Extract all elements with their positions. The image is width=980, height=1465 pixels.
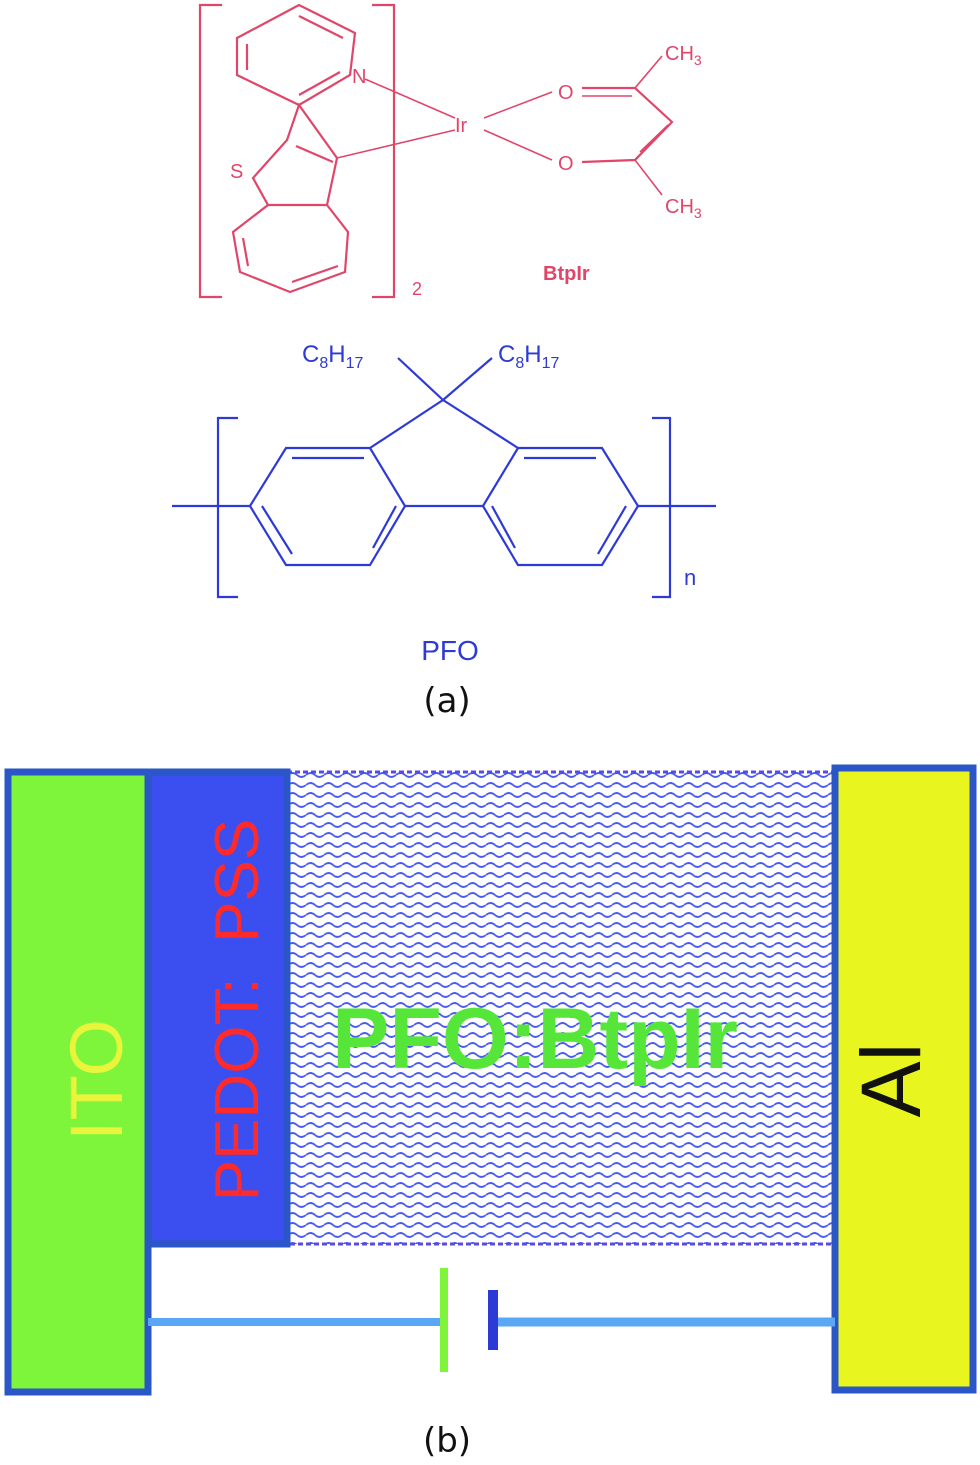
- pfo-right-chain-label: C8H17: [498, 341, 559, 372]
- atom-o-top-label: O: [558, 82, 574, 104]
- pfo-left-bracket: [216, 416, 238, 599]
- ir-o-bottom-bond: [483, 129, 553, 161]
- atom-o-bottom-label: O: [558, 153, 574, 175]
- benzo-ring: [231, 204, 350, 294]
- pfo-left-ring: [248, 446, 407, 567]
- ir-n-bond: [364, 78, 456, 119]
- al-layer: [831, 764, 977, 1394]
- pedot-layer: [144, 768, 291, 1248]
- btpir-left-bracket: [198, 3, 222, 299]
- device-diagram: [4, 764, 977, 1396]
- btpir-name: BtpIr: [543, 263, 590, 285]
- atom-ir-label: Ir: [455, 115, 468, 137]
- pyridine-ring: [235, 3, 357, 107]
- pfo-labels: C8H17 C8H17 n PFO: [302, 341, 696, 666]
- methyl-top-label: CH3: [665, 43, 702, 68]
- ito-layer: [4, 768, 152, 1396]
- pfo-right-ring: [481, 446, 640, 567]
- atom-n-label: N: [352, 66, 366, 88]
- pfo-name: PFO: [421, 635, 479, 666]
- pfo-right-bracket: [652, 416, 672, 599]
- methyl-bottom-label: CH3: [665, 196, 702, 221]
- btpir-labels: N S Ir O O CH3 CH3 2 BtpIr: [230, 43, 702, 299]
- panel-b-label: (b): [423, 1421, 471, 1461]
- thiophene-ring: [251, 102, 339, 207]
- al-label: Al: [844, 1043, 938, 1118]
- atom-s-label: S: [230, 161, 243, 183]
- acac-ring: [581, 86, 674, 164]
- btpir-right-bracket: [372, 3, 396, 299]
- btpir-structure: [198, 3, 674, 299]
- ito-label: ITO: [55, 1019, 138, 1141]
- emissive-label: PFO:BtpIr: [332, 991, 738, 1087]
- pfo-structure: [172, 357, 716, 599]
- ir-c-bond: [336, 129, 456, 159]
- ir-o-top-bond: [483, 91, 553, 119]
- btpir-bracket-subscript: 2: [412, 279, 422, 299]
- pfo-left-chain-label: C8H17: [302, 341, 363, 372]
- panel-a-label: (a): [423, 681, 470, 721]
- pedot-label: PEDOT: PSS: [203, 819, 272, 1201]
- pfo-repeat-subscript: n: [684, 565, 696, 590]
